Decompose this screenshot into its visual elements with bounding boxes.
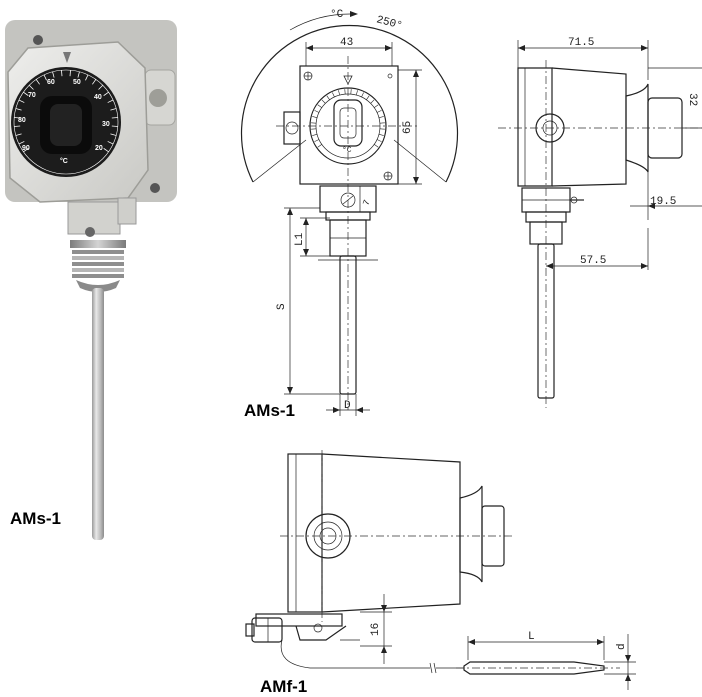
dial-label-60: 60 <box>47 79 55 86</box>
dial-tick <box>23 148 29 153</box>
capillary-housing-front <box>287 453 323 613</box>
dial-tick <box>314 110 320 113</box>
dial-tick <box>332 92 335 98</box>
dial-tick <box>376 110 382 113</box>
dial-tick <box>69 70 71 77</box>
probe-rod <box>92 288 104 540</box>
side-probe-outline <box>537 243 555 399</box>
dial-label-20: 20 <box>95 145 103 152</box>
width-dimension-label: 43 <box>340 37 353 49</box>
dial-tick <box>326 95 330 100</box>
dial-label-40: 40 <box>94 94 102 101</box>
dial-unit-label: °C <box>342 146 352 155</box>
dial-tick <box>110 133 117 136</box>
dial-tick <box>18 99 25 103</box>
housing-outline <box>299 65 399 185</box>
dial-tick <box>28 84 34 90</box>
dial-tick <box>314 139 320 142</box>
dial-tick <box>43 74 47 81</box>
rotation-arc <box>240 24 459 183</box>
dial-tick <box>85 74 89 81</box>
front-view-drawing: °C 250° 43 65 °C <box>240 9 459 420</box>
dial-tick <box>107 141 114 145</box>
capillary-view-caption: AMf-1 <box>260 677 307 696</box>
screw-icon <box>33 35 43 45</box>
knob-dimension-label: 32 <box>686 93 698 106</box>
diameter-label: D <box>344 400 351 412</box>
dial-tick <box>378 116 384 119</box>
mounting-bracket <box>255 613 343 627</box>
dial-tick <box>370 99 375 104</box>
gland-length-label: L1 <box>294 232 306 246</box>
capillary-view-drawing: 16 L d AMf-1 <box>245 450 636 696</box>
dial-tick <box>374 144 379 148</box>
dial-tick <box>52 71 55 78</box>
dial-tick <box>111 125 118 127</box>
capillary-knob-outline <box>459 485 483 583</box>
dial-tick <box>317 144 322 148</box>
dial-tick <box>15 133 22 136</box>
dial-label-70: 70 <box>28 92 36 99</box>
dial-ticks <box>14 70 118 153</box>
screw-icon <box>150 183 160 193</box>
front-view-caption: AMs-1 <box>244 401 295 420</box>
height-dimension-label: 65 <box>402 121 414 134</box>
dial-tick <box>312 133 318 136</box>
dial-tick <box>35 79 40 85</box>
dial-tick <box>61 70 63 77</box>
dial-tick <box>23 91 29 96</box>
pointer-icon <box>63 52 71 63</box>
dial-tick <box>18 141 25 145</box>
capillary-housing-body <box>321 453 461 613</box>
dial-tick <box>103 148 109 153</box>
probe-outline <box>339 255 357 395</box>
dial-tick <box>366 95 370 100</box>
dial-tick <box>376 139 382 142</box>
dial-tick <box>378 133 384 136</box>
photo-caption: AMs-1 <box>10 509 61 528</box>
dial-tick <box>321 99 326 104</box>
svg-text:7: 7 <box>361 199 372 208</box>
dial-unit-label: °C <box>60 157 68 165</box>
dial-tick <box>361 92 364 98</box>
dial-tick <box>14 117 21 119</box>
immersion-length-label: S <box>276 303 288 310</box>
dial-tick <box>317 104 322 108</box>
dial-label-30: 30 <box>102 121 110 128</box>
dial-tick <box>77 71 80 78</box>
bulb-length-label: L <box>528 631 535 643</box>
dial-tick <box>374 104 379 108</box>
dial-tick <box>15 108 22 111</box>
dial-tick <box>355 90 358 96</box>
dial-tick <box>110 108 117 111</box>
bulb-diameter-label: d <box>616 643 628 650</box>
probe-offset-label: 57.5 <box>580 255 606 267</box>
clamp-dimension-label: 16 <box>370 623 382 636</box>
dial-label-80: 80 <box>18 117 26 124</box>
dial-label-50: 50 <box>73 79 81 86</box>
side-housing-body <box>551 67 627 187</box>
thread-fitting <box>72 250 124 278</box>
offset-dimension-label: 19.5 <box>650 196 676 208</box>
dial-tick <box>103 91 109 96</box>
front-dial-ticks <box>311 89 385 148</box>
dial-label-90: 90 <box>22 145 30 152</box>
sensor-bulb-outline <box>463 661 605 675</box>
rotation-unit-label: °C <box>330 9 344 21</box>
dial-tick <box>14 125 21 127</box>
depth-dimension-label: 71.5 <box>568 37 594 49</box>
dial-tick <box>107 99 114 103</box>
dial-tick <box>98 84 104 90</box>
side-housing-front <box>517 67 553 187</box>
dial-tick <box>111 117 118 119</box>
product-photo: 90 80 70 60 50 40 30 20 °C AMs-1 <box>5 20 177 540</box>
dial-tick <box>312 116 318 119</box>
dial-tick <box>338 90 341 96</box>
capillary-tube <box>280 639 430 669</box>
dial-tick <box>92 79 97 85</box>
side-view-drawing: 71.5 32 19.5 <box>498 37 702 408</box>
